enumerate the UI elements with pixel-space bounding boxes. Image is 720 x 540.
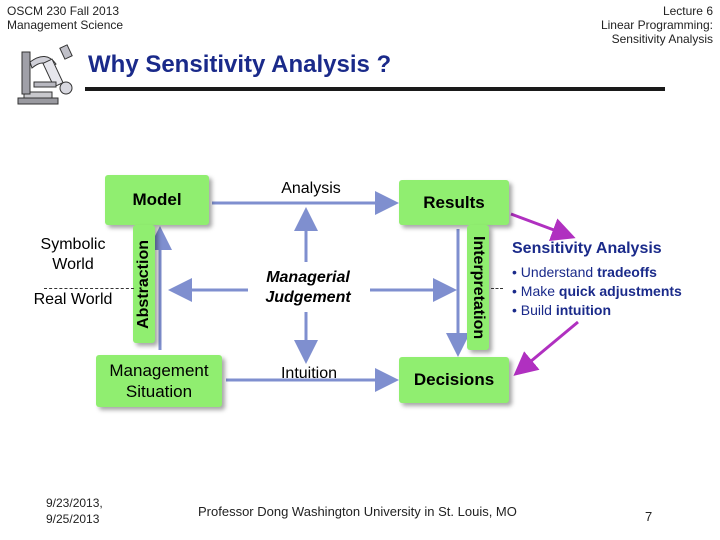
results-label: Results [423, 192, 485, 212]
management-situation-label: Management Situation [109, 361, 209, 401]
course-name: Management Science [7, 18, 124, 32]
course-code: OSCM 230 Fall 2013 [7, 4, 120, 18]
symbolic-world-label: Symbolic World [40, 236, 106, 273]
sensitivity-list: • Understand tradeoffs • Make quick adju… [512, 263, 682, 320]
lecture-header: Lecture 6 Linear Programming: Sensitivit… [601, 4, 713, 46]
lecture-number: Lecture 6 [662, 4, 713, 18]
lecture-topic: Linear Programming: [600, 18, 713, 32]
decisions-label: Decisions [413, 370, 495, 389]
list-item: • Make quick adjustments [512, 283, 682, 299]
slide-date: 9/23/2013, 9/25/2013 [46, 495, 103, 527]
model-box: Model [105, 175, 209, 225]
course-header: OSCM 230 Fall 2013 Management Science [7, 4, 123, 32]
managerial-judgement-label: Managerial Judgement [265, 269, 351, 306]
results-box: Results [399, 180, 509, 225]
slide-title: Why Sensitivity Analysis ? [88, 51, 392, 78]
title-underline [85, 87, 665, 91]
intuition-label: Intuition [280, 365, 338, 382]
sensitivity-title: Sensitivity Analysis [512, 240, 662, 257]
professor-credit: Professor Dong Washington University in … [198, 504, 517, 519]
interpretation-label: Interpretation [470, 235, 487, 340]
interpretation-box: Interpretation [467, 225, 489, 350]
sensitivity-to-decisions-arrow [513, 320, 579, 376]
lecture-subtopic: Sensitivity Analysis [611, 32, 713, 46]
page-number: 7 [645, 509, 653, 524]
microscope-icon [17, 44, 73, 105]
date-line-2: 9/25/2013 [46, 512, 100, 526]
abstraction-box: Abstraction [133, 225, 155, 343]
real-world-label: Real World [33, 291, 113, 308]
model-label: Model [132, 190, 182, 209]
list-item: • Understand tradeoffs [512, 264, 657, 280]
list-item: • Build intuition [512, 302, 612, 318]
decisions-box: Decisions [399, 357, 509, 403]
world-divider [44, 288, 134, 289]
management-situation-box: Management Situation [96, 355, 222, 407]
date-line-1: 9/23/2013, [46, 496, 103, 510]
analysis-label: Analysis [281, 180, 341, 197]
results-to-sensitivity-arrow [510, 212, 576, 241]
abstraction-label: Abstraction [135, 239, 152, 329]
world-divider-right [491, 288, 503, 289]
